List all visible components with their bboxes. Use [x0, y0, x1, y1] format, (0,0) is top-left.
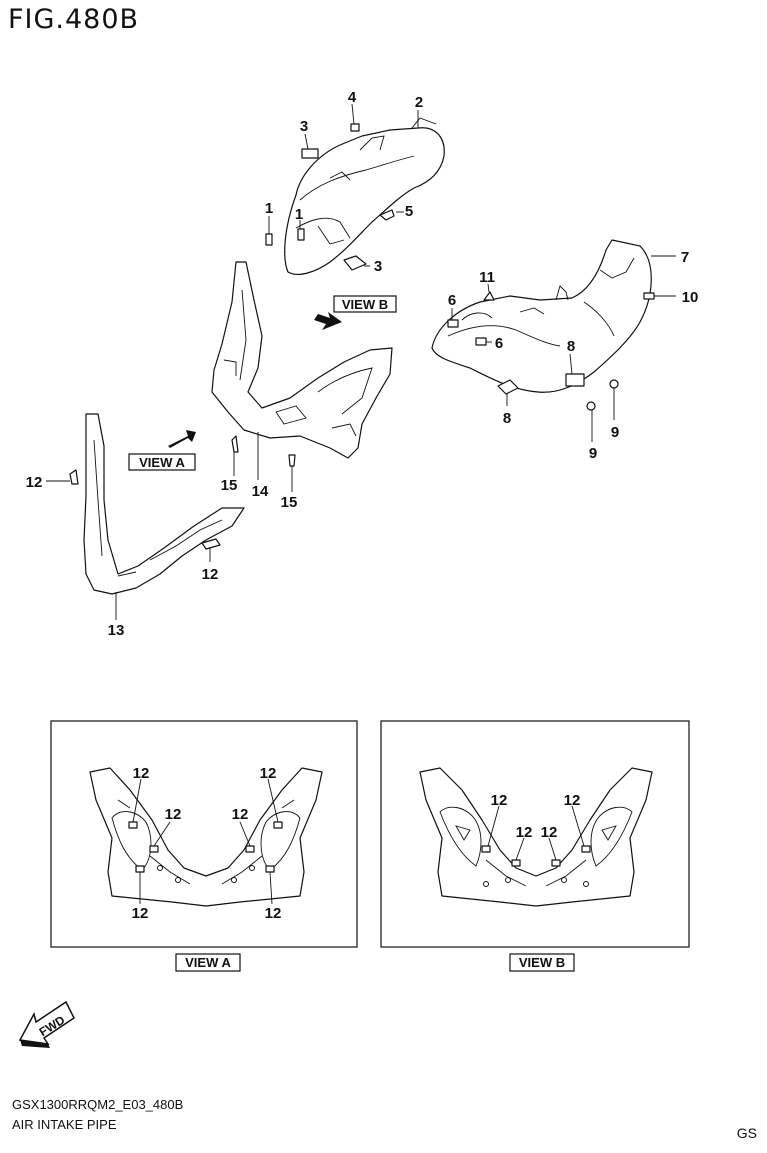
view-b-callout-12-mr: 12 [541, 824, 558, 841]
part-7-intake-pipe-right[interactable] [431, 239, 652, 393]
part-8-pad-on-pipe[interactable] [565, 373, 585, 387]
view-b-inset: 12 12 12 12 [380, 720, 690, 948]
figure-title: FIG.480B [8, 4, 140, 35]
part-15-rivet-right[interactable] [288, 454, 296, 467]
callout-6-left: 6 [448, 292, 456, 309]
region-code: GS [736, 1125, 757, 1141]
view-a-callout-12-mr: 12 [232, 806, 249, 823]
part-8-pad-loose[interactable] [497, 379, 519, 395]
view-b-arrow [314, 312, 342, 330]
callout-10: 10 [682, 289, 699, 306]
view-a-tag-label: VIEW A [139, 455, 185, 470]
view-b-callout-12-tl: 12 [491, 792, 508, 809]
part-3-pad-upper[interactable] [301, 148, 319, 159]
view-b-tag [333, 295, 397, 313]
part-10-pad[interactable] [643, 292, 655, 300]
callout-8-upper: 8 [567, 338, 575, 355]
part-5-rivet[interactable] [379, 209, 395, 221]
view-a-arrow [168, 430, 196, 448]
part-9-rivet-right[interactable] [609, 379, 619, 389]
callout-15-right: 15 [281, 494, 298, 511]
callout-1-left: 1 [265, 200, 273, 217]
callout-9-right: 9 [611, 424, 619, 441]
view-a-caption-box [175, 953, 241, 972]
view-a-callout-12-tl: 12 [133, 765, 150, 782]
callout-4: 4 [348, 89, 357, 106]
part-14-inner-panel[interactable] [211, 261, 393, 459]
part-3-pad-lower[interactable] [343, 255, 367, 271]
callout-8-lower: 8 [503, 410, 511, 427]
view-a-callout-12-br: 12 [265, 905, 282, 922]
callout-13: 13 [108, 622, 125, 639]
view-a-caption: VIEW A [185, 955, 231, 970]
view-a-tag [128, 453, 196, 471]
callout-3-upper: 3 [300, 118, 308, 135]
view-a-callout-12-bl: 12 [132, 905, 149, 922]
view-b-caption: VIEW B [519, 955, 565, 970]
part-6-pad-left[interactable] [447, 319, 459, 328]
part-12-pad-bottom[interactable] [201, 538, 221, 550]
part-6-pad-right[interactable] [475, 337, 487, 346]
callout-7: 7 [681, 249, 689, 266]
view-b-callout-12-ml: 12 [516, 824, 533, 841]
callout-12-side: 12 [26, 474, 43, 491]
callout-15-left: 15 [221, 477, 238, 494]
part-4-clip[interactable] [350, 123, 360, 132]
part-15-rivet-left[interactable] [231, 435, 239, 453]
callout-5: 5 [405, 203, 413, 220]
view-b-callout-12-tr: 12 [564, 792, 581, 809]
callout-9-left: 9 [589, 445, 597, 462]
model-code: GSX1300RRQM2_E03_480B [12, 1097, 184, 1112]
part-9-rivet-left[interactable] [586, 401, 596, 411]
callout-numbers: 4 2 3 1 1 5 3 7 11 10 6 6 8 8 9 9 12 15 … [26, 89, 699, 639]
part-name: AIR INTAKE PIPE [12, 1117, 117, 1132]
callout-11: 11 [479, 269, 495, 286]
view-b-caption-box [509, 953, 575, 972]
callout-6-right: 6 [495, 335, 503, 352]
view-a-inset: 12 12 12 12 12 12 [50, 720, 358, 948]
callout-1-right: 1 [295, 206, 303, 223]
view-a-callout-12-tr: 12 [260, 765, 277, 782]
part-12-pad-side[interactable] [69, 469, 79, 485]
fwd-arrow-icon: FWD [18, 1000, 75, 1048]
callout-2: 2 [415, 94, 423, 111]
leader-lines [46, 103, 676, 620]
callout-14: 14 [252, 483, 269, 500]
part-1-pad-left[interactable] [265, 233, 273, 246]
view-a-callout-12-ml: 12 [165, 806, 182, 823]
view-b-tag-label: VIEW B [342, 297, 388, 312]
callout-3-lower: 3 [374, 258, 382, 275]
part-11-clip[interactable] [483, 291, 495, 301]
callout-12-bottom: 12 [202, 566, 219, 583]
part-13-lower-panel[interactable] [83, 413, 245, 595]
part-1-pad-on-pipe[interactable] [297, 228, 305, 241]
part-2-intake-pipe-upper-right[interactable] [284, 117, 445, 275]
